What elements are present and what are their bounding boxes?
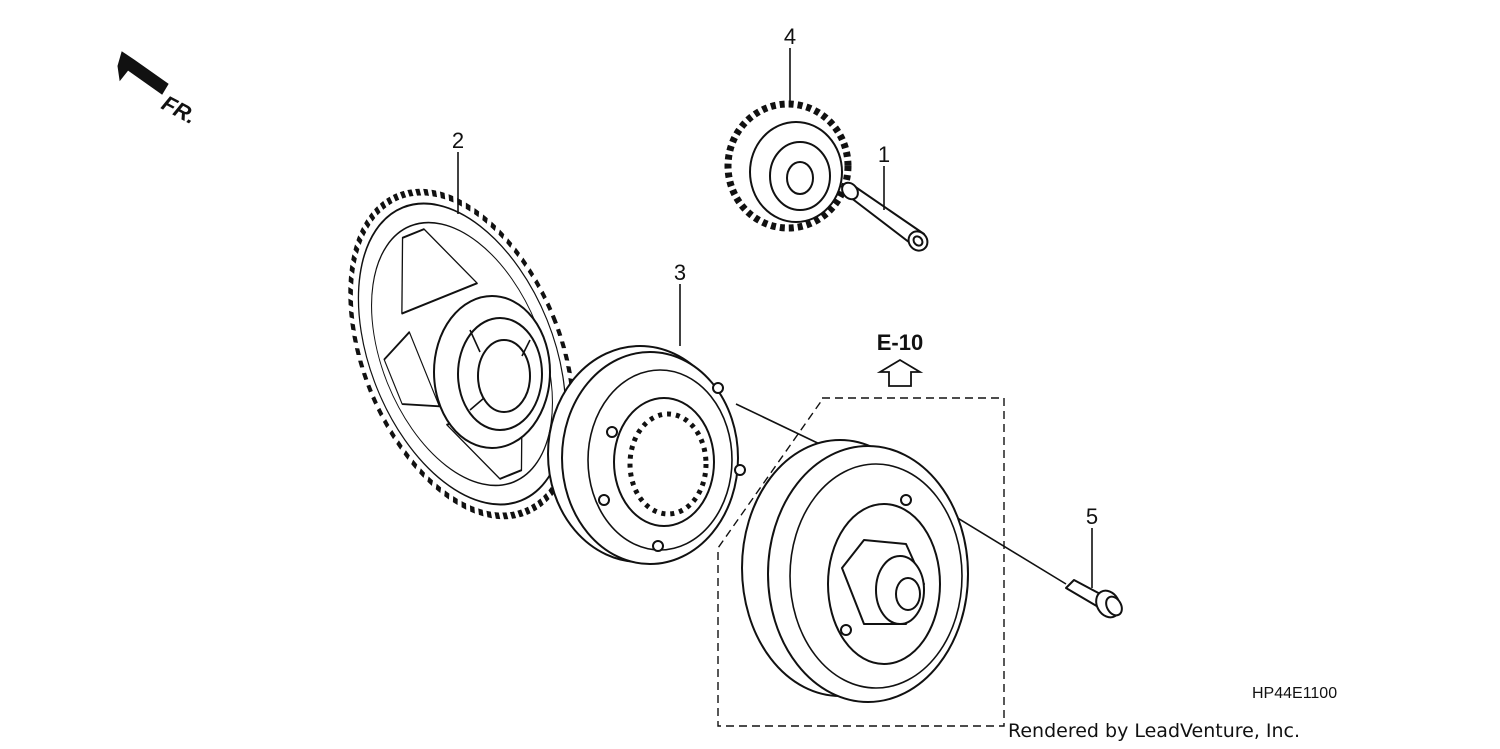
clutch-3-bolt-hole: [606, 426, 618, 438]
gear-2-bore: [477, 339, 531, 413]
callout-3[interactable]: 3: [674, 260, 686, 285]
rotor-center-hole: [895, 577, 921, 611]
part-1-idle-gear-shaft: [841, 181, 929, 252]
part-4-starter-idle-gear: [724, 100, 852, 232]
clutch-3-sprags: [627, 411, 709, 517]
rotor-inner-rim: [789, 463, 963, 689]
shaft-1-end: [841, 181, 859, 201]
clutch-3-bolt-hole: [712, 382, 724, 394]
part-2-starter-driven-gear: [348, 188, 576, 520]
flywheel-rotor-reference: [741, 439, 969, 703]
front-direction-label: FR.: [158, 90, 201, 129]
assembly-axis-line: [735, 403, 829, 449]
front-direction-indicator: FR.: [117, 51, 201, 129]
callout-4[interactable]: 4: [784, 24, 796, 49]
render-credit: Rendered by LeadVenture, Inc.: [1008, 720, 1300, 742]
shaft-1-bore: [912, 235, 924, 247]
gear-2-window: [401, 228, 478, 315]
part-3-one-way-clutch: [547, 345, 746, 565]
clutch-3-bolt-hole: [734, 464, 746, 476]
gear-4-bore: [786, 161, 814, 195]
callout-5[interactable]: 5: [1086, 504, 1098, 529]
part-5-flange-bolt: [1065, 579, 1123, 619]
front-arrow-icon: [117, 51, 169, 95]
bolt-5-head: [1105, 595, 1123, 617]
reference-label[interactable]: E-10: [877, 330, 923, 355]
drawing-code: HP44E1100: [1252, 685, 1337, 702]
callout-2[interactable]: 2: [452, 128, 464, 153]
clutch-3-bolt-hole: [598, 494, 610, 506]
gear-2-spline: [469, 397, 485, 411]
callout-1[interactable]: 1: [878, 142, 890, 167]
reference-up-arrow-icon: [876, 358, 924, 387]
gear-2-spline: [469, 329, 481, 353]
rotor-bolt-hole: [900, 494, 912, 506]
gear-2-spline: [521, 339, 531, 357]
e-10-group-boundary: [717, 397, 1005, 727]
rotor-bolt-hole: [840, 624, 852, 636]
clutch-3-bolt-hole: [652, 540, 664, 552]
